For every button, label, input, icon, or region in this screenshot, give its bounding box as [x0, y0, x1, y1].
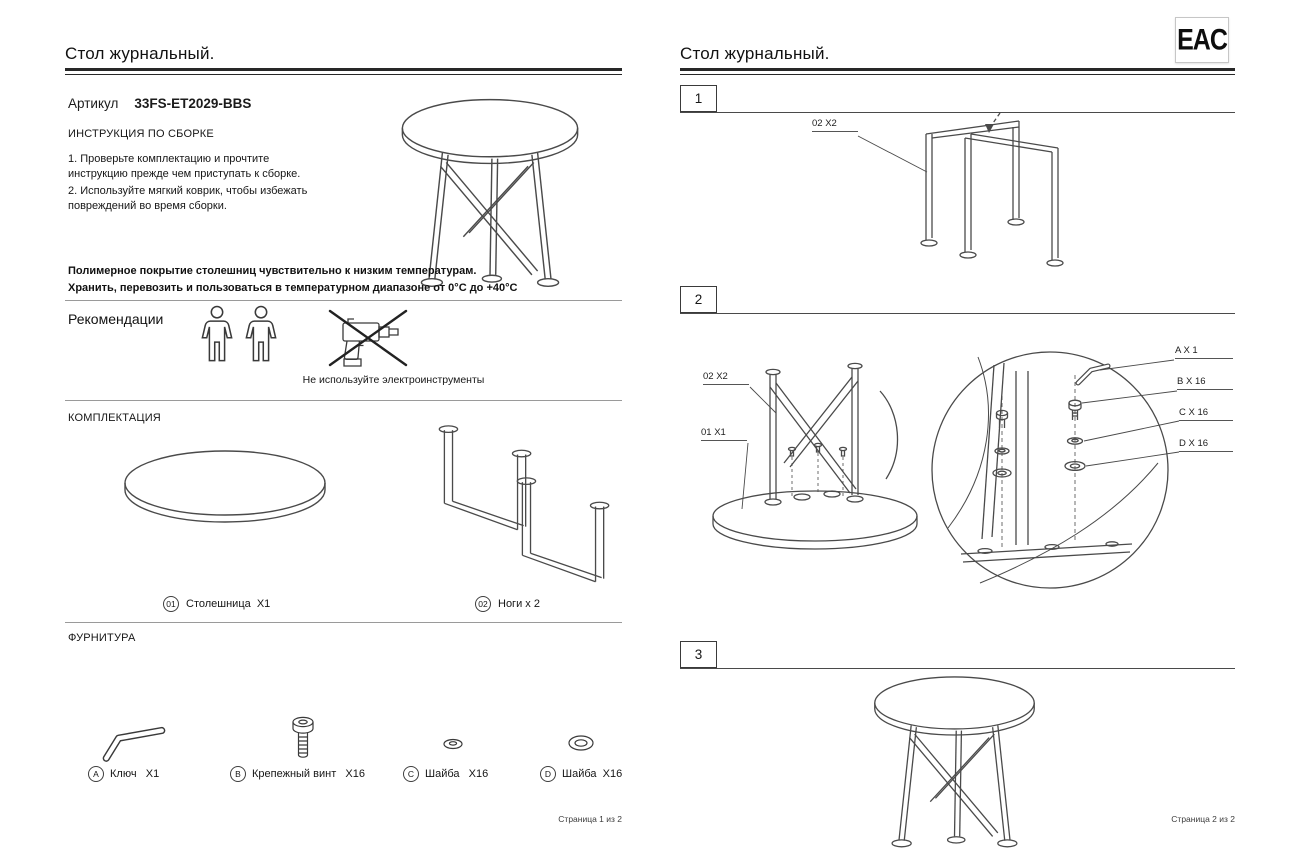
- part-code-badge: 02: [475, 596, 491, 612]
- step2-illustration: [712, 351, 1180, 589]
- recommendations-heading: Рекомендации: [68, 311, 164, 327]
- hardware-label-washer-c: Шайба X16: [425, 768, 489, 780]
- callout-tabletop-step2: 01 X1: [701, 427, 747, 441]
- assembly-steps-text: 1. Проверьте комплектацию и прочтите инс…: [68, 152, 322, 217]
- eac-mark-text: EAC: [1177, 22, 1228, 56]
- hardware-code-badge: C: [403, 766, 419, 782]
- table-illustration: [401, 98, 579, 288]
- page1-title: Стол журнальный.: [65, 44, 215, 63]
- step1-rule: [680, 112, 1235, 113]
- divider: [65, 622, 622, 623]
- article-row: Артикул 33FS-ET2029-BBS: [68, 96, 251, 111]
- step1-illustration: [857, 112, 1064, 267]
- hardware-heading: ФУРНИТУРА: [68, 632, 136, 644]
- temperature-warning: Полимерное покрытие столешниц чувствител…: [68, 263, 598, 297]
- assembly-step-2: 2. Используйте мягкий коврик, чтобы избе…: [68, 185, 308, 213]
- temperature-warning-line2: Хранить, перевозить и пользоваться в тем…: [68, 282, 518, 295]
- assembly-step-1: 1. Проверьте комплектацию и прочтите инс…: [68, 153, 301, 180]
- crossed-out-drill-icon: [328, 309, 408, 368]
- washer-small-icon: [443, 738, 463, 750]
- contents-heading: КОМПЛЕКТАЦИЯ: [68, 412, 161, 424]
- callout-washer-d: D X 16: [1179, 438, 1233, 452]
- step3-illustration: [874, 676, 1035, 848]
- person-icon: [201, 305, 233, 362]
- page2-title: Стол журнальный.: [680, 44, 830, 63]
- callout-screw: B X 16: [1177, 376, 1233, 390]
- step-number-3: 3: [680, 641, 717, 668]
- hardware-label-washer-d: Шайба X16: [562, 768, 623, 780]
- allen-key-icon: [95, 720, 173, 764]
- callout-legs-step2: 02 X2: [703, 371, 749, 385]
- no-power-tools-note: Не используйте электроинструменты: [302, 374, 485, 386]
- temperature-warning-line1: Полимерное покрытие столешниц чувствител…: [68, 265, 477, 277]
- screw-icon: [292, 716, 314, 758]
- callout-key: A X 1: [1175, 345, 1233, 359]
- tabletop-illustration: [124, 450, 326, 523]
- hardware-code-badge: A: [88, 766, 104, 782]
- page2-footer: Страница 2 из 2: [1171, 814, 1235, 824]
- page1-title-rule: [65, 68, 622, 75]
- article-label: Артикул: [68, 96, 119, 111]
- step2-rule: [680, 313, 1235, 314]
- hardware-code-badge: B: [230, 766, 246, 782]
- divider: [65, 400, 622, 401]
- person-icon: [245, 305, 277, 362]
- part-label-legs: Ноги х 2: [498, 598, 540, 610]
- part-code-badge: 01: [163, 596, 179, 612]
- eac-mark: EAC: [1175, 17, 1229, 63]
- step-number-1: 1: [680, 85, 717, 112]
- step3-rule: [680, 668, 1235, 669]
- page2-title-rule: [680, 68, 1235, 75]
- washer-large-icon: [568, 735, 594, 751]
- callout-washer-c: C X 16: [1179, 407, 1233, 421]
- article-number: 33FS-ET2029-BBS: [134, 96, 252, 111]
- step-number-2: 2: [680, 286, 717, 313]
- hardware-label-key: Ключ X1: [110, 768, 160, 780]
- hardware-code-badge: D: [540, 766, 556, 782]
- assembly-instructions-heading: ИНСТРУКЦИЯ ПО СБОРКЕ: [68, 128, 214, 140]
- part-label-tabletop: Столешница X1: [186, 598, 271, 610]
- callout-legs-step1: 02 X2: [812, 118, 858, 132]
- page1-footer: Страница 1 из 2: [558, 814, 622, 824]
- divider: [65, 300, 622, 301]
- legs-illustration: [438, 425, 610, 583]
- hardware-label-screw: Крепежный винт X16: [252, 768, 365, 780]
